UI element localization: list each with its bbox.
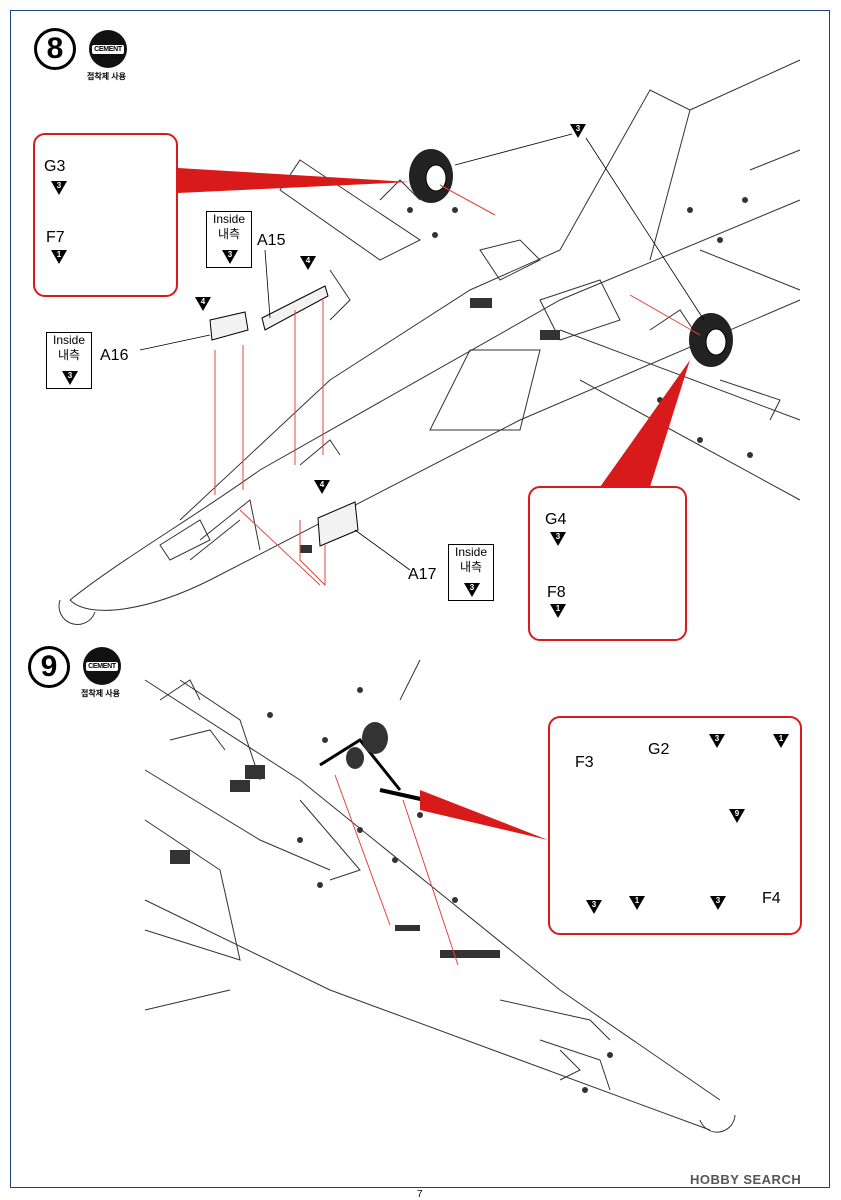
part-label-f7: F7 xyxy=(46,229,65,246)
red-guides-step9 xyxy=(334,774,459,966)
cement-icon-text: CEMENT xyxy=(86,661,118,671)
cement-caption-step9: 접착제 사용 xyxy=(81,689,121,698)
leader-lines-step8 xyxy=(139,133,705,571)
marker-inside-a17: 3 xyxy=(464,583,480,597)
part-label-f3: F3 xyxy=(575,754,594,771)
aircraft-step8 xyxy=(58,59,801,625)
part-label-f4: F4 xyxy=(762,890,781,907)
aircraft-step9-details xyxy=(170,687,613,1093)
aircraft-step9 xyxy=(144,659,736,1133)
marker-f8: 1 xyxy=(550,604,566,618)
inside-box-korean: 내측 xyxy=(57,348,81,362)
cement-icon-text: CEMENT xyxy=(92,44,124,54)
marker-f7: 1 xyxy=(51,250,67,264)
landing-gear-step9 xyxy=(319,722,426,802)
inside-box-a15: Inside 내측 3 xyxy=(206,211,252,268)
red-guides-step8 xyxy=(214,184,701,587)
page-frame xyxy=(10,10,830,1188)
marker-a16: 4 xyxy=(195,297,211,311)
marker-g4: 3 xyxy=(550,532,566,546)
marker-a17: 4 xyxy=(314,480,330,494)
inside-box-text: Inside xyxy=(212,212,246,226)
callout-pointer-step8-left xyxy=(178,168,410,193)
inside-box-a17: Inside 내측 3 xyxy=(448,544,494,601)
aircraft-step8-details xyxy=(300,197,753,553)
step-number-9: 9 xyxy=(28,646,70,688)
part-label-f8: F8 xyxy=(547,584,566,601)
marker-strut: 9 xyxy=(729,809,745,823)
inside-box-text: Inside xyxy=(52,333,86,347)
callout-pointer-step9 xyxy=(420,790,548,840)
cement-icon-step9: CEMENT xyxy=(83,647,121,685)
inside-box-text: Inside xyxy=(454,545,488,559)
inside-box-korean: 내측 xyxy=(459,560,483,574)
inside-box-korean: 내측 xyxy=(217,227,241,241)
wheels-on-aircraft-step8 xyxy=(409,149,733,367)
callout-box-f3-g2-f4 xyxy=(548,716,802,935)
marker-f3-bottom: 3 xyxy=(586,900,602,914)
callout-box-g3-f7 xyxy=(33,133,178,297)
part-label-a15: A15 xyxy=(257,232,286,249)
panel-parts-step8 xyxy=(209,285,359,547)
marker-wheel: 3 xyxy=(570,124,586,138)
marker-g2-right: 1 xyxy=(773,734,789,748)
step-number-8: 8 xyxy=(34,28,76,70)
callout-pointer-step8-right xyxy=(600,360,690,487)
marker-inside-a15: 3 xyxy=(222,250,238,264)
inside-box-a16: Inside 내측 3 xyxy=(46,332,92,389)
page-number: 7 xyxy=(417,1189,423,1200)
cement-caption: 접착제 사용 xyxy=(87,72,127,81)
marker-f3-side: 1 xyxy=(629,896,645,910)
part-label-a17: A17 xyxy=(408,566,437,583)
marker-inside-a16: 3 xyxy=(62,371,78,385)
part-label-g4: G4 xyxy=(545,511,567,528)
marker-g2-left: 3 xyxy=(709,734,725,748)
marker-strut-bottom: 3 xyxy=(710,896,726,910)
part-label-g2: G2 xyxy=(648,741,670,758)
marker-a15: 4 xyxy=(300,256,316,270)
part-label-a16: A16 xyxy=(100,347,129,364)
cement-icon: CEMENT xyxy=(89,30,127,68)
watermark: HOBBY SEARCH xyxy=(690,1172,802,1187)
part-label-g3: G3 xyxy=(44,158,66,175)
marker-g3: 3 xyxy=(51,181,67,195)
